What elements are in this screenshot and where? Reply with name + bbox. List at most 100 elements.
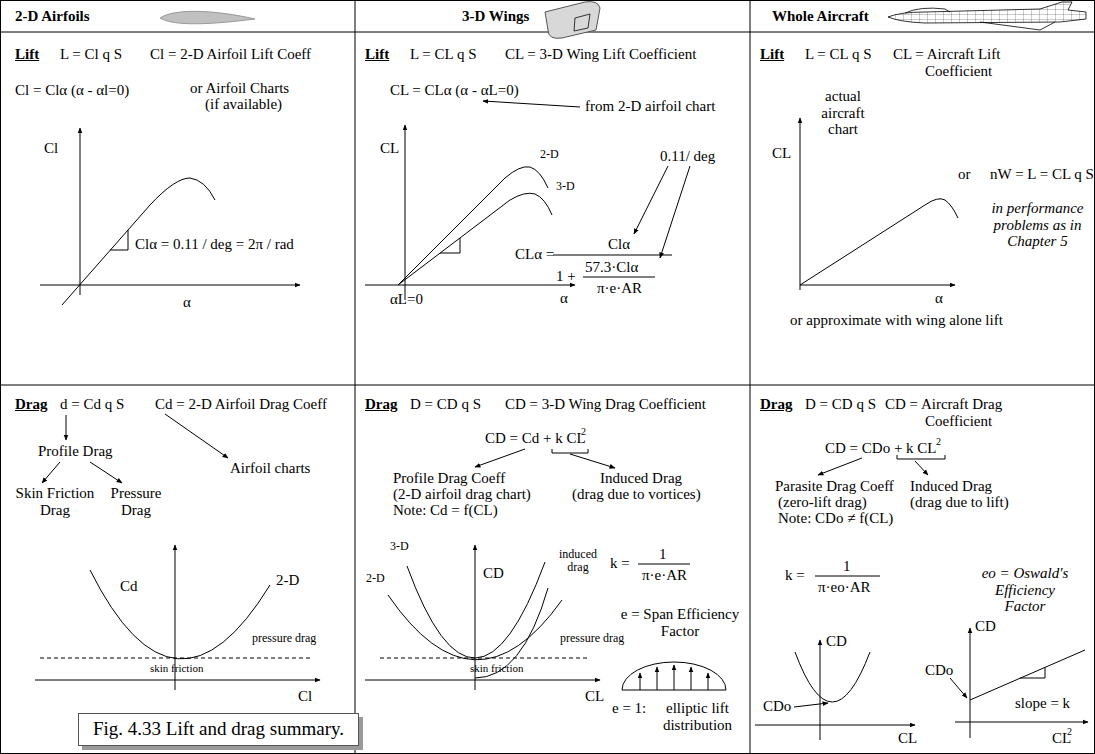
- formula: 1 +: [556, 268, 576, 285]
- drag-curve: [388, 595, 562, 660]
- axis: [955, 722, 1088, 723]
- lift-arrow: [708, 673, 709, 690]
- note: or approximate with wing alone lift: [790, 312, 1003, 329]
- pointer-arrow: [950, 678, 967, 698]
- axis: [800, 118, 801, 290]
- slope-triangle: [110, 230, 128, 250]
- curve-label: skin friction: [150, 662, 203, 674]
- formula: d = Cd q S: [60, 396, 124, 413]
- elliptic-distribution: [622, 662, 726, 690]
- tree-arrow: [165, 414, 228, 458]
- pointer-arrow: [570, 454, 615, 468]
- formula: 1: [843, 558, 851, 575]
- note: Airfoil charts: [230, 460, 310, 477]
- axis: [365, 285, 575, 286]
- section-heading: Drag: [15, 396, 48, 413]
- curve-label: 2-D: [366, 572, 385, 585]
- formula: 1: [659, 546, 667, 563]
- section-heading: Lift: [365, 46, 389, 63]
- curve-label: skin friction: [470, 662, 523, 674]
- note: (2-D airfoil drag chart): [393, 486, 531, 503]
- curve-label: 2-D: [540, 148, 559, 161]
- curve-label: induced drag: [553, 548, 603, 574]
- axis: [365, 680, 600, 681]
- formula: 57.3·Clα: [585, 259, 638, 276]
- formula: α: [183, 294, 191, 311]
- formula: CLα =: [515, 246, 554, 263]
- header-rule: [0, 32, 1095, 33]
- formula: L = Cl q S: [60, 46, 122, 63]
- pointer-arrow: [475, 449, 525, 467]
- airfoil-icon: [160, 11, 255, 23]
- formula: CL: [772, 145, 791, 162]
- note: Pressure Drag: [105, 485, 167, 518]
- lift-curve: [398, 167, 548, 285]
- lift-arrow: [657, 667, 658, 690]
- lift-arrow: [640, 673, 641, 690]
- formula: CL: [898, 730, 917, 747]
- note: e = 1:: [612, 700, 646, 717]
- note: Skin Friction Drag: [10, 485, 100, 518]
- note: (drag due to lift): [910, 494, 1009, 511]
- lift-arrow: [674, 665, 675, 690]
- note: actual aircraft chart: [812, 88, 874, 138]
- formula: CDo: [763, 698, 791, 715]
- formula: CL: [380, 140, 399, 157]
- formula: Coefficient: [925, 413, 992, 430]
- axis: [800, 285, 955, 286]
- formula: CD: [975, 618, 996, 635]
- row-rule: [0, 385, 1095, 386]
- formula: Clα: [608, 236, 630, 253]
- note: eo = Oswald's Efficiency Factor: [975, 565, 1075, 615]
- slope-triangle: [440, 238, 460, 253]
- note: 0.11/ deg: [660, 148, 715, 165]
- drag-line: [970, 650, 1085, 700]
- wing-flap: [574, 14, 590, 31]
- formula: Cl: [298, 688, 312, 705]
- note: from 2-D airfoil chart: [585, 98, 715, 115]
- formula: CD: [826, 633, 847, 650]
- jet-fuselage: [888, 2, 1086, 23]
- formula: nW = L = CL q S: [990, 166, 1094, 183]
- note: Induced Drag: [910, 478, 992, 495]
- section-heading: Lift: [760, 46, 784, 63]
- formula: α: [935, 290, 943, 307]
- exponent: 2: [1067, 726, 1072, 737]
- formula: Cl = Clα (α - αl=0): [15, 82, 129, 99]
- formula: CD = Cd + k CL: [485, 430, 586, 447]
- drag-curve: [407, 562, 545, 658]
- wing-icon: [545, 2, 600, 39]
- formula: π·e·AR: [642, 567, 687, 584]
- formula: L = CL q S: [410, 46, 477, 63]
- pointer-arrow: [483, 101, 580, 107]
- tree-arrow: [66, 415, 67, 440]
- column-header: Whole Aircraft: [772, 8, 869, 25]
- formula: D = CD q S: [410, 396, 481, 413]
- formula: CD = Aircraft Drag: [885, 396, 1002, 413]
- formula: Clα = 0.11 / deg = 2π / rad: [135, 236, 294, 253]
- note: Profile Drag: [38, 443, 113, 460]
- column-header: 2-D Airfoils: [15, 8, 90, 25]
- axis: [80, 128, 81, 295]
- column-header: 3-D Wings: [462, 8, 529, 25]
- formula: π·eo·AR: [818, 579, 871, 596]
- note: Induced Drag: [600, 470, 682, 487]
- formula: L = CL q S: [805, 46, 872, 63]
- lift-curve: [800, 199, 958, 285]
- pointer-arrow: [660, 166, 690, 258]
- formula: CD = CDo + k CL: [825, 440, 937, 457]
- formula: Coefficient: [925, 63, 992, 80]
- note: (drag due to vortices): [572, 486, 701, 503]
- section-heading: Drag: [760, 396, 793, 413]
- formula: CD = 3-D Wing Drag Coefficient: [505, 396, 706, 413]
- formula: CL = Aircraft Lift: [893, 46, 1000, 63]
- skin-friction-line: [380, 658, 590, 659]
- formula: k =: [610, 555, 630, 572]
- fraction-bar: [553, 255, 672, 256]
- formula: Note: CDo ≠ f(CL): [778, 510, 893, 527]
- section-heading: Lift: [15, 46, 39, 63]
- note: or Airfoil Charts: [190, 80, 289, 97]
- lift-arrow: [691, 667, 692, 690]
- formula: 2-D: [276, 572, 299, 589]
